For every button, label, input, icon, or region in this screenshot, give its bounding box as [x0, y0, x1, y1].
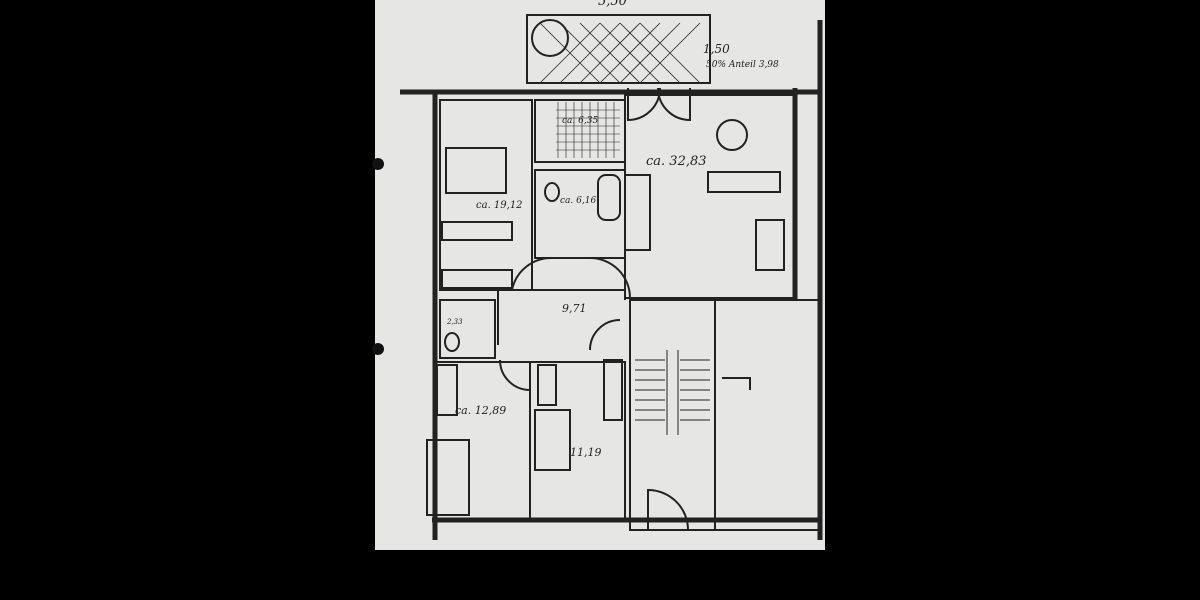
balcony-tiles	[539, 22, 701, 84]
hall-area-label: 9,71	[562, 302, 587, 315]
room-right	[529, 361, 626, 521]
shelf	[537, 364, 557, 406]
balcony-depth-label: 1,50	[703, 42, 730, 56]
balcony-share-label: 50% Anteil 3,98	[706, 60, 779, 70]
shelf	[436, 364, 458, 416]
punch-hole	[372, 158, 384, 170]
bed-icon	[534, 409, 571, 471]
dining-table-icon	[716, 119, 748, 151]
stairs	[635, 350, 710, 435]
wc	[439, 299, 496, 359]
kitchen-tiles	[556, 102, 620, 158]
kitchen	[534, 99, 626, 163]
shelf	[603, 359, 623, 421]
cabinet	[624, 174, 651, 251]
bed-icon	[445, 147, 507, 194]
stairwell	[629, 299, 716, 531]
neighbor-unit	[714, 299, 821, 531]
living-area-label: ca. 32,83	[646, 154, 707, 169]
wardrobe	[441, 269, 513, 289]
balcony	[526, 14, 711, 84]
bedroom-area-label: ca. 19,12	[476, 200, 523, 211]
door-swing	[647, 488, 689, 531]
toilet-icon	[544, 182, 560, 202]
bathtub-icon	[597, 174, 621, 221]
door-swing	[627, 87, 691, 122]
balcony-width-label: 5,50	[598, 0, 627, 9]
door-swing	[499, 256, 631, 391]
wc-area-label: 2,33	[447, 318, 463, 326]
outer-wall	[400, 20, 823, 540]
wardrobe	[441, 221, 513, 241]
bed-icon	[426, 439, 470, 516]
hall-walls	[497, 258, 715, 345]
sofa-icon	[707, 171, 781, 193]
kitchen-area-label: ca. 6,35	[562, 116, 599, 126]
room-left-area-label: ca. 12,89	[455, 404, 507, 417]
bath-area-label: ca. 6,16	[560, 196, 597, 206]
punch-hole	[372, 343, 384, 355]
toilet-icon	[444, 332, 460, 352]
room-right-area-label: 11,19	[570, 446, 602, 459]
parasol-icon	[531, 19, 569, 57]
armchair-icon	[755, 219, 785, 271]
bedroom	[439, 99, 533, 291]
